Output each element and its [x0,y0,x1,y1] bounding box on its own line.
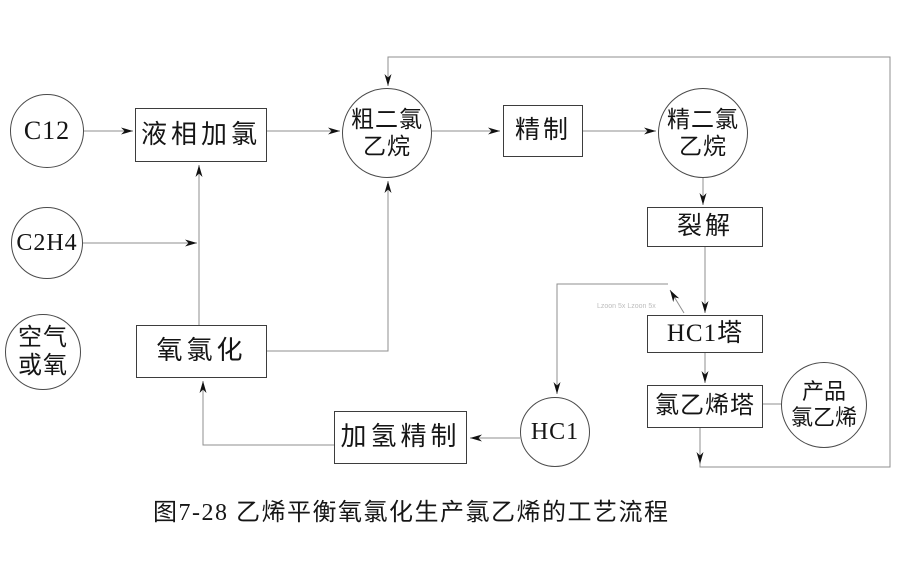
node-cracking: 裂解 [647,207,763,247]
node-crude-edc: 粗二氯 乙烷 [342,88,432,178]
node-oxychlorination: 氧氯化 [136,325,267,378]
node-refining-label: 精制 [514,117,571,145]
node-hydro-refining-label: 加氢精制 [340,422,461,452]
node-vcm-tower-label: 氯乙烯塔 [655,393,755,420]
node-product-vcm-label: 产品 氯乙烯 [790,379,857,430]
node-hcl-tower: HC1塔 [647,315,763,353]
node-ethylene-label: C2H4 [16,229,78,256]
watermark-text: Lzoon 5x Lzoon 5x [597,303,656,310]
node-liquid-chlorination-label: 液相加氯 [140,119,261,149]
node-crude-edc-label: 粗二氯 乙烷 [351,106,423,159]
node-vcm-tower: 氯乙烯塔 [647,385,763,428]
node-cl2: C12 [10,94,84,168]
node-ethylene: C2H4 [11,207,83,279]
node-hcl-label: HC1 [530,418,580,445]
edge-hcl-tower-to-hcl [553,283,668,394]
edge-oxychlorination-to-crude-edc [267,181,392,352]
figure-caption: 图7-28 乙烯平衡氧氯化生产氯乙烯的工艺流程 [153,500,670,526]
node-hcl: HC1 [520,397,590,467]
node-air-or-oxygen: 空气 或氧 [5,314,81,390]
node-refining: 精制 [503,105,583,157]
node-refined-edc: 精二氯 乙烷 [658,88,748,178]
node-hydro-refining: 加氢精制 [334,411,467,464]
node-air-or-oxygen-label: 空气 或氧 [18,324,68,379]
edge-hcl-tower-overhead-diagonal [669,289,685,314]
node-oxychlorination-label: 氧氯化 [156,336,247,366]
node-refined-edc-label: 精二氯 乙烷 [667,106,739,159]
node-cl2-label: C12 [23,115,71,145]
node-liquid-chlorination: 液相加氯 [135,108,267,162]
edge-hydro-refining-to-oxychlorination [199,381,334,446]
node-hcl-tower-label: HC1塔 [666,320,744,348]
node-cracking-label: 裂解 [676,213,733,241]
node-product-vcm: 产品 氯乙烯 [781,362,867,448]
